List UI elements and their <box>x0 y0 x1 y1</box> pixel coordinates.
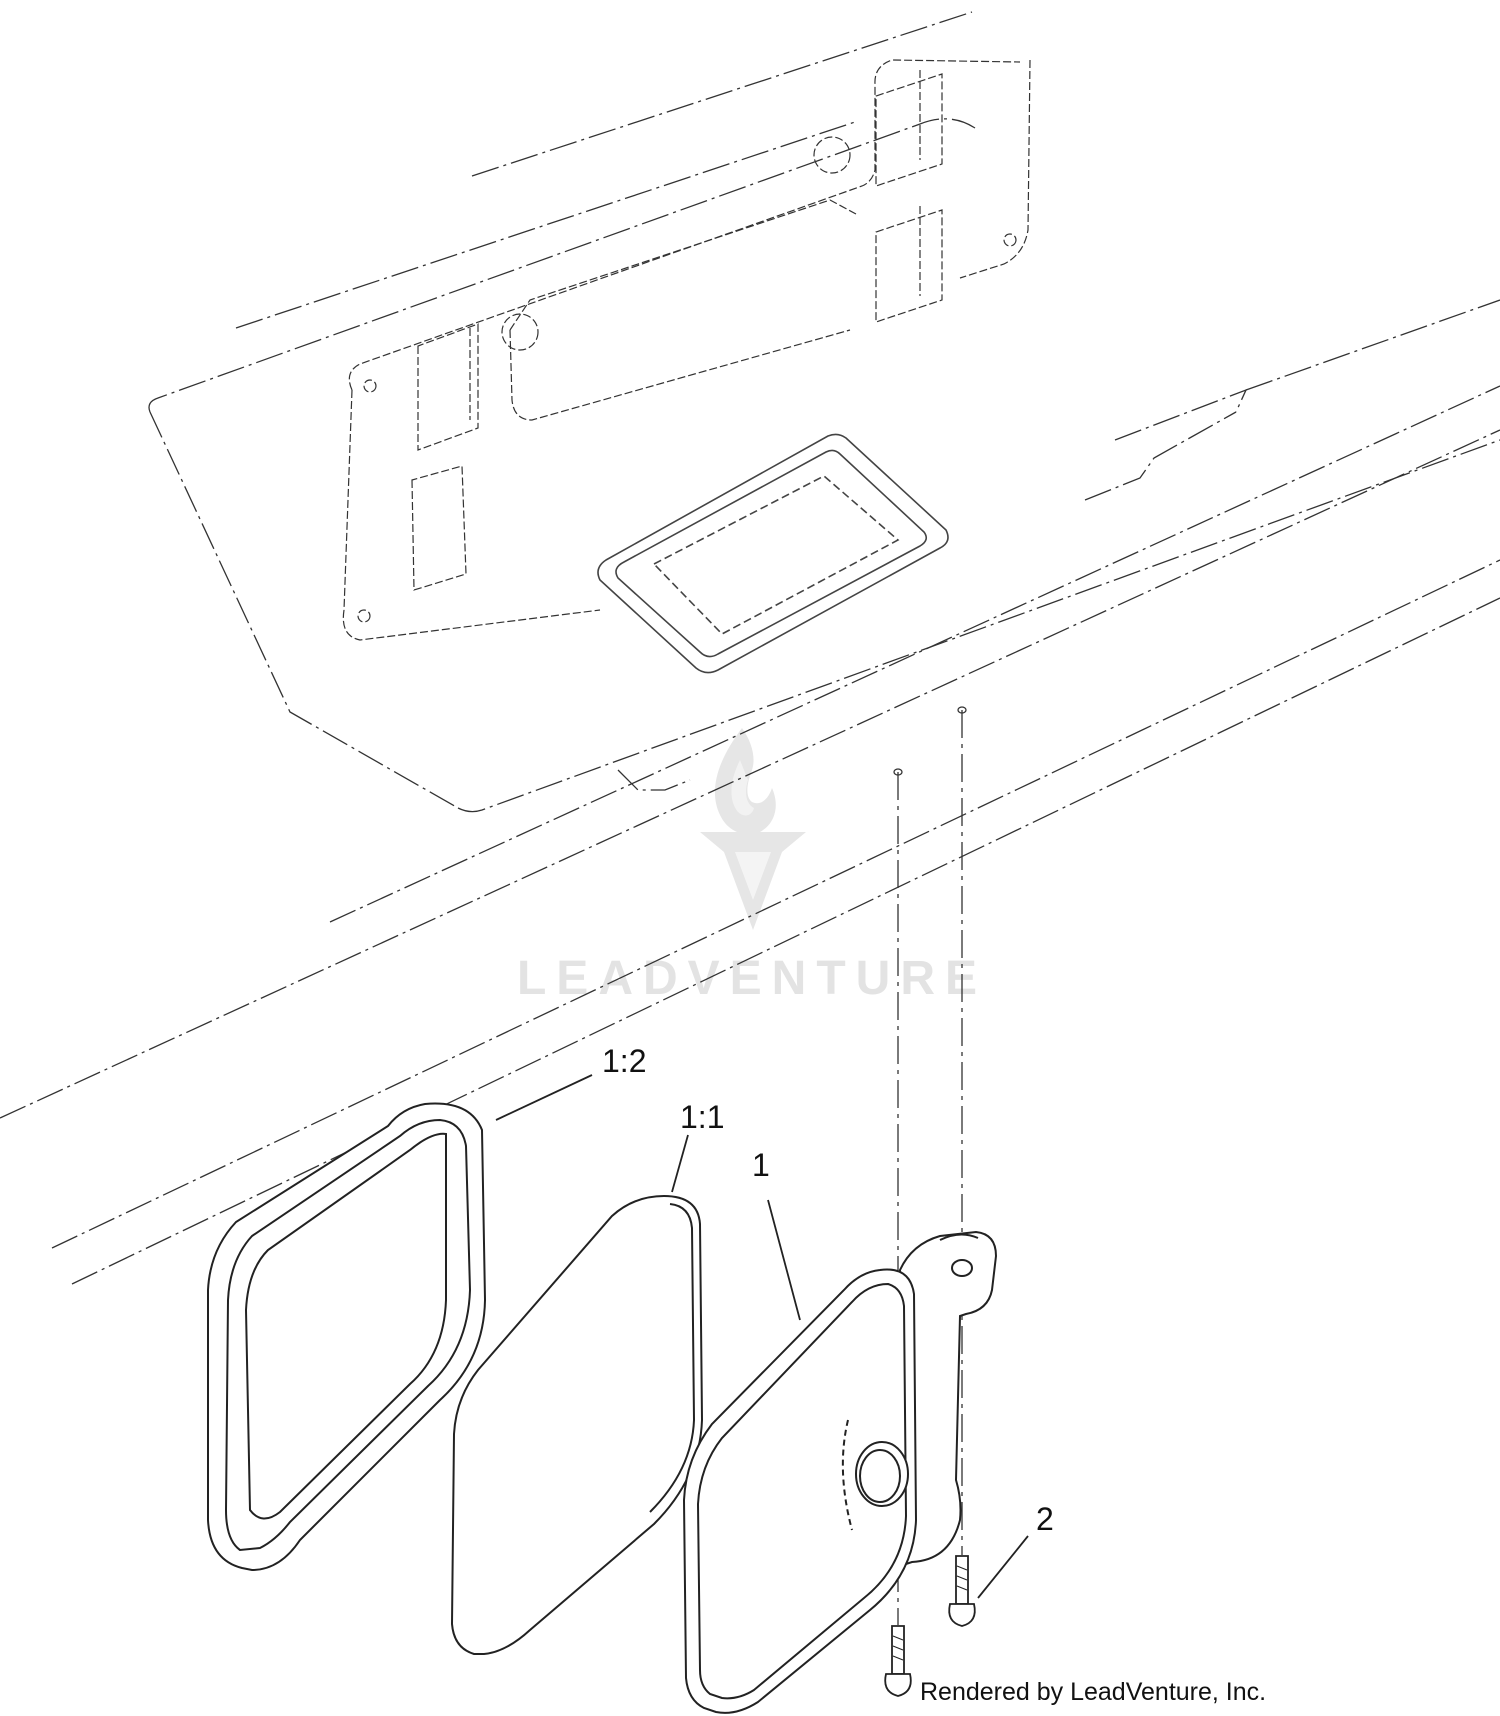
mirror-bezel-part-1-2 <box>207 1102 487 1572</box>
callout-part-1: 1 <box>752 1147 770 1183</box>
screw-upper-part-2 <box>948 1555 976 1627</box>
watermark-text: LEADVENTURE <box>517 952 987 1005</box>
callout-part-1-2: 1:2 <box>602 1043 646 1079</box>
mirror-glass-part-1-1 <box>450 1194 704 1655</box>
dash-panel-phantom <box>0 11 1500 1285</box>
callout-part-2: 2 <box>1036 1501 1054 1537</box>
mount-holes <box>893 706 967 776</box>
leader-2 <box>977 1535 1029 1599</box>
leader-1-2 <box>495 1074 593 1121</box>
recessed-tray <box>597 433 949 674</box>
render-credit: Rendered by LeadVenture, Inc. <box>920 1678 1266 1706</box>
leadventure-watermark-logo <box>700 728 806 930</box>
callout-part-1-1: 1:1 <box>680 1099 724 1135</box>
screw-lower-part-2 <box>884 1625 912 1697</box>
leader-1 <box>767 1199 801 1321</box>
leader-lines <box>495 1074 1029 1599</box>
leader-1-1 <box>671 1134 689 1193</box>
mirror-assembly-part-1 <box>682 1230 998 1714</box>
inner-trim-panel <box>342 59 1031 641</box>
